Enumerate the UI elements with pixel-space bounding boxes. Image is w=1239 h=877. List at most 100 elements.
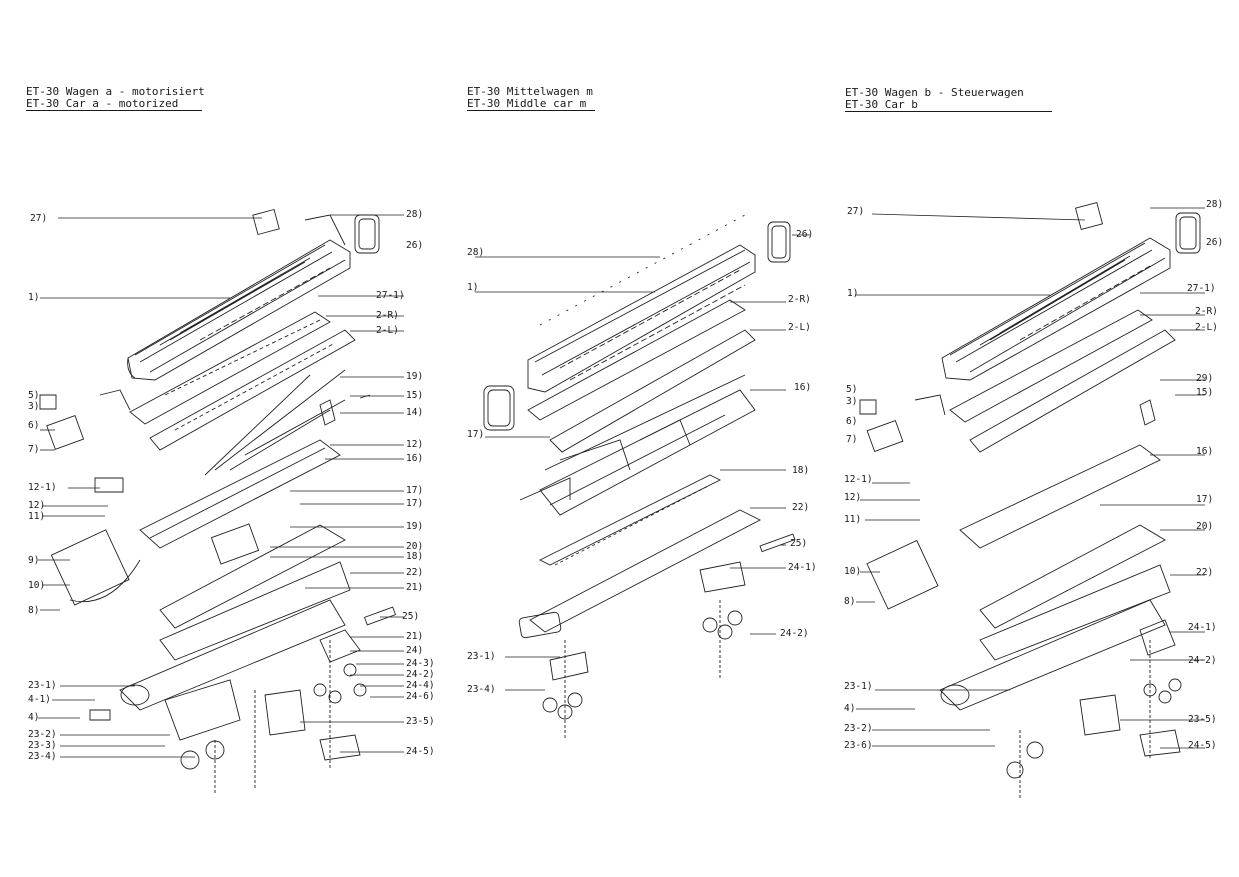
part-label: 12) <box>406 439 424 450</box>
panel-wagen-b: ET-30 Wagen b - Steuerwagen ET-30 Car b <box>820 0 1239 877</box>
title-underline <box>845 111 1052 112</box>
leader-lines <box>475 235 810 690</box>
part-label: 24-2) <box>1188 655 1217 666</box>
panel-title: ET-30 Mittelwagen m ET-30 Middle car m <box>467 85 595 111</box>
part-label: 12-1) <box>28 482 57 493</box>
part-label: 5) <box>846 384 858 395</box>
chassis-drawing <box>40 370 395 795</box>
part-label: 11) <box>28 511 46 522</box>
part-label: 24-3) <box>406 658 435 669</box>
part-label: 24-1) <box>1188 622 1217 633</box>
part-label: 8) <box>844 596 856 607</box>
floor-drawing <box>519 475 760 638</box>
title-underline <box>467 110 595 111</box>
part-label: 29) <box>1196 373 1214 384</box>
part-label: 8) <box>28 605 40 616</box>
part-label: 28) <box>467 247 485 258</box>
part-label: 22) <box>792 502 810 513</box>
title-english: ET-30 Car a - motorized <box>26 97 179 110</box>
part-label: 28) <box>1206 199 1224 210</box>
part-label: 26) <box>406 240 424 251</box>
panel-title: ET-30 Wagen b - Steuerwagen ET-30 Car b <box>845 87 1052 112</box>
part-label: 5) <box>28 390 40 401</box>
part-label: 23-3) <box>28 740 57 751</box>
part-label: 24-5) <box>1188 740 1217 751</box>
part-label: 12) <box>844 492 862 503</box>
part-label: 28) <box>406 209 424 220</box>
part-label: 27) <box>847 206 865 217</box>
part-label: 25) <box>402 611 420 622</box>
part-label: 6) <box>846 416 858 427</box>
part-label: 2-L) <box>376 325 399 336</box>
part-label: 7) <box>28 444 40 455</box>
part-label: 24-2) <box>406 669 435 680</box>
part-label: 4) <box>844 703 856 714</box>
interior-drawing <box>520 375 755 515</box>
part-label: 4-1) <box>28 694 51 705</box>
part-label: 17) <box>467 429 485 440</box>
part-label: 24-6) <box>406 691 435 702</box>
part-label: 23-1) <box>28 680 57 691</box>
title-german: ET-30 Wagen a - motorisiert <box>26 85 205 98</box>
part-label: 9) <box>28 555 40 566</box>
part-label: 25) <box>790 538 808 549</box>
car-body-drawing <box>942 203 1200 380</box>
part-label: 23-6) <box>844 740 873 751</box>
part-label: 19) <box>406 521 424 532</box>
title-underline <box>26 110 202 111</box>
part-label: 20) <box>1196 521 1214 532</box>
part-label: 21) <box>406 631 424 642</box>
part-label: 6) <box>28 420 40 431</box>
part-label: 26) <box>796 229 814 240</box>
side-panels-drawing <box>950 310 1175 452</box>
part-label: 3) <box>846 396 858 407</box>
part-label: 14) <box>406 407 424 418</box>
part-label: 23-1) <box>467 651 496 662</box>
part-label: 3) <box>28 401 40 412</box>
part-label: 2-R) <box>788 294 811 305</box>
part-label: 26) <box>1206 237 1224 248</box>
part-label: 23-4) <box>28 751 57 762</box>
title-german: ET-30 Mittelwagen m <box>467 85 593 98</box>
part-label: 19) <box>406 371 424 382</box>
bogie-drawing <box>543 534 795 740</box>
part-label: 21) <box>406 582 424 593</box>
part-label: 22) <box>1196 567 1214 578</box>
panel-title: ET-30 Wagen a - motorisiert ET-30 Car a … <box>26 85 205 111</box>
part-label: 17) <box>1196 494 1214 505</box>
side-panels-drawing <box>130 312 355 450</box>
part-label: 16) <box>406 453 424 464</box>
part-label: 17) <box>406 485 424 496</box>
panel-wagen-a: ET-30 Wagen a - motorisiert ET-30 Car a … <box>0 0 435 877</box>
part-label: 27) <box>30 213 48 224</box>
part-label: 4) <box>28 712 40 723</box>
part-label: 24-5) <box>406 746 435 757</box>
leader-lines-right <box>270 215 404 752</box>
part-label: 2-L) <box>788 322 811 333</box>
part-label: 23-5) <box>406 716 435 727</box>
panel-mittelwagen-m: ET-30 Mittelwagen m ET-30 Middle car m <box>420 0 840 877</box>
part-label: 23-2) <box>844 723 873 734</box>
part-label: 18) <box>406 551 424 562</box>
exploded-view-wagen-b <box>820 0 1239 877</box>
part-label: 1) <box>847 288 859 299</box>
part-label: 1) <box>467 282 479 293</box>
part-label: 2-R) <box>376 310 399 321</box>
part-label: 10) <box>844 566 862 577</box>
part-label: 24-4) <box>406 680 435 691</box>
car-body-drawing <box>484 215 790 430</box>
part-label: 22) <box>406 567 424 578</box>
part-label: 15) <box>406 390 424 401</box>
part-label: 24-2) <box>780 628 809 639</box>
title-english: ET-30 Middle car m <box>467 97 587 110</box>
part-label: 11) <box>844 514 862 525</box>
part-label: 16) <box>794 382 812 393</box>
exploded-view-mittelwagen-m <box>420 0 840 877</box>
part-label: 10) <box>28 580 46 591</box>
part-label: 20) <box>406 541 424 552</box>
part-label: 23-5) <box>1188 714 1217 725</box>
leader-lines-left <box>855 214 1085 746</box>
side-panels-drawing <box>528 300 755 452</box>
part-label: 12-1) <box>844 474 873 485</box>
part-label: 24) <box>406 645 424 656</box>
